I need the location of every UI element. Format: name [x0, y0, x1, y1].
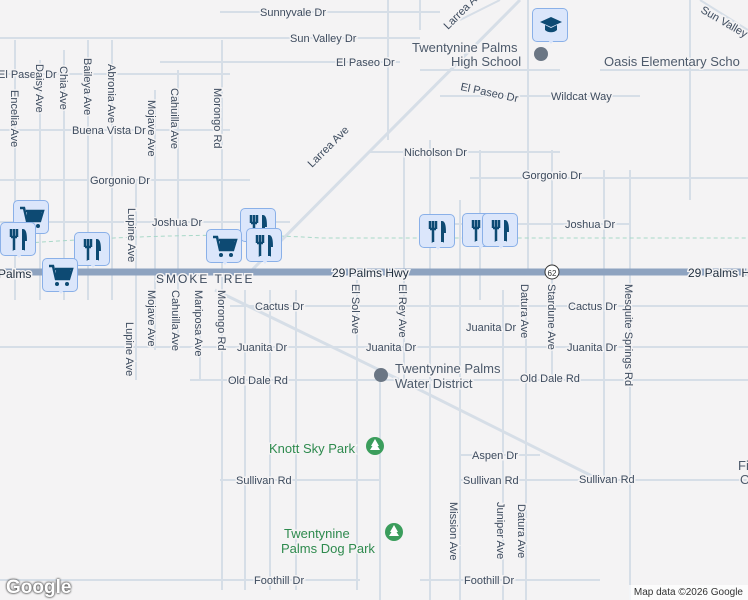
svg-text:Juanita Dr: Juanita Dr: [237, 342, 287, 354]
svg-text:Fi: Fi: [738, 458, 748, 473]
place-labels: SMOKE TREE Twentynine Palms High School …: [155, 39, 748, 558]
park-tree-icon: [366, 437, 384, 455]
svg-text:Old Dale Rd: Old Dale Rd: [228, 375, 288, 387]
svg-text:Buena Vista Dr: Buena Vista Dr: [72, 125, 146, 137]
svg-text:Knott Sky Park: Knott Sky Park: [269, 441, 355, 456]
svg-text:Gorgonio Dr: Gorgonio Dr: [90, 175, 150, 187]
shopping-cart-icon: [213, 235, 238, 257]
svg-text:Morongo Rd: Morongo Rd: [215, 290, 227, 351]
svg-text:Wildcat Way: Wildcat Way: [551, 91, 612, 103]
svg-text:Nicholson Dr: Nicholson Dr: [404, 147, 467, 159]
svg-text:Lupine Ave: Lupine Ave: [125, 208, 137, 262]
svg-text:Juanita Dr: Juanita Dr: [567, 342, 617, 354]
restaurant-pin[interactable]: [246, 228, 282, 264]
restaurant-pin[interactable]: [74, 232, 110, 268]
shopping-cart-pin[interactable]: [42, 258, 78, 294]
svg-text:El Sol Ave: El Sol Ave: [349, 284, 361, 334]
restaurant-icon: [491, 220, 509, 242]
svg-text:Mariposa Ave: Mariposa Ave: [192, 290, 204, 356]
park-tree-icon: [385, 523, 403, 541]
restaurant-pin[interactable]: [419, 214, 455, 250]
svg-text:Baileya Ave: Baileya Ave: [81, 58, 93, 115]
svg-text:El Paseo Dr: El Paseo Dr: [459, 81, 519, 105]
svg-text:Cactus Dr: Cactus Dr: [568, 301, 617, 313]
svg-text:Foothill Dr: Foothill Dr: [254, 575, 304, 587]
svg-text:Cahuilla Ave: Cahuilla Ave: [169, 290, 181, 351]
google-logo: Google: [6, 577, 72, 598]
svg-text:62: 62: [548, 269, 557, 278]
svg-text:Mission Ave: Mission Ave: [447, 502, 459, 561]
svg-text:Lupine Ave: Lupine Ave: [123, 322, 135, 376]
svg-text:El Rey Ave: El Rey Ave: [396, 284, 408, 338]
svg-text:Sunnyvale Dr: Sunnyvale Dr: [260, 7, 326, 19]
restaurant-pin[interactable]: [0, 222, 36, 258]
restaurant-icon: [255, 235, 273, 257]
svg-text:High School: High School: [451, 54, 521, 69]
svg-text:Foothill Dr: Foothill Dr: [464, 575, 514, 587]
svg-text:Daisy Ave: Daisy Ave: [33, 64, 45, 113]
svg-text:Encelia Ave: Encelia Ave: [8, 90, 20, 147]
svg-text:Mojave Ave: Mojave Ave: [145, 100, 157, 157]
map-attribution[interactable]: Map data ©2026 Google: [628, 585, 748, 600]
svg-text:Gorgonio Dr: Gorgonio Dr: [522, 170, 582, 182]
svg-text:Sullivan Rd: Sullivan Rd: [236, 475, 292, 487]
svg-text:Sullivan Rd: Sullivan Rd: [579, 474, 635, 486]
svg-text:Twentynine Palms: Twentynine Palms: [395, 361, 501, 376]
restaurant-pin[interactable]: [482, 213, 518, 249]
shopping-cart-icon: [49, 264, 74, 286]
restaurant-icon: [428, 221, 446, 243]
svg-text:Chia Ave: Chia Ave: [57, 66, 69, 110]
svg-text:Morongo Rd: Morongo Rd: [211, 88, 223, 149]
svg-text:Sullivan Rd: Sullivan Rd: [463, 475, 519, 487]
highway-shield: 62: [544, 264, 560, 280]
svg-text:Water District: Water District: [395, 376, 473, 391]
svg-text:El Paseo Dr: El Paseo Dr: [336, 57, 395, 69]
svg-text:Joshua Dr: Joshua Dr: [565, 219, 615, 231]
svg-text:Datura Ave: Datura Ave: [515, 504, 527, 558]
svg-text:29 Palms H: 29 Palms H: [688, 266, 748, 280]
svg-text:29 Palms Hwy: 29 Palms Hwy: [332, 266, 409, 280]
svg-text:Datura Ave: Datura Ave: [518, 284, 530, 338]
svg-text:Stardune Ave: Stardune Ave: [545, 284, 557, 350]
school-pin[interactable]: [532, 8, 568, 44]
svg-text:Mojave Ave: Mojave Ave: [145, 290, 157, 347]
svg-text:Abronia Ave: Abronia Ave: [105, 64, 117, 123]
svg-text:O: O: [740, 472, 748, 487]
svg-text:Palms Dog Park: Palms Dog Park: [281, 541, 375, 556]
svg-text:Palms: Palms: [0, 267, 31, 281]
svg-text:Aspen Dr: Aspen Dr: [472, 450, 518, 462]
svg-text:Sun Valley: Sun Valley: [699, 4, 748, 41]
svg-text:Mesquite Springs Rd: Mesquite Springs Rd: [622, 284, 634, 386]
svg-text:SMOKE TREE: SMOKE TREE: [156, 272, 254, 286]
restaurant-icon: [9, 229, 27, 251]
svg-text:Cactus Dr: Cactus Dr: [255, 301, 304, 313]
svg-text:Cahuilla Ave: Cahuilla Ave: [168, 88, 180, 149]
svg-text:Larrea Ave: Larrea Ave: [442, 0, 488, 32]
svg-text:Juanita Dr: Juanita Dr: [466, 322, 516, 334]
svg-text:Juanita Dr: Juanita Dr: [366, 342, 416, 354]
school-marker-icon: [534, 47, 548, 61]
restaurant-icon: [83, 239, 101, 261]
svg-text:Twentynine: Twentynine: [284, 526, 350, 541]
svg-text:El Paseo Dr: El Paseo Dr: [0, 69, 57, 81]
svg-text:Joshua Dr: Joshua Dr: [152, 217, 202, 229]
svg-text:Larrea Ave: Larrea Ave: [306, 124, 352, 170]
shopping-cart-pin[interactable]: [206, 229, 242, 265]
svg-text:Juniper Ave: Juniper Ave: [494, 502, 506, 559]
svg-text:Oasis Elementary Scho: Oasis Elementary Scho: [604, 54, 740, 69]
government-marker-icon: [374, 368, 388, 382]
svg-text:Twentynine Palms: Twentynine Palms: [412, 40, 518, 55]
school-icon: [540, 17, 562, 33]
svg-text:Sun Valley Dr: Sun Valley Dr: [290, 33, 357, 45]
svg-text:Old Dale Rd: Old Dale Rd: [520, 373, 580, 385]
